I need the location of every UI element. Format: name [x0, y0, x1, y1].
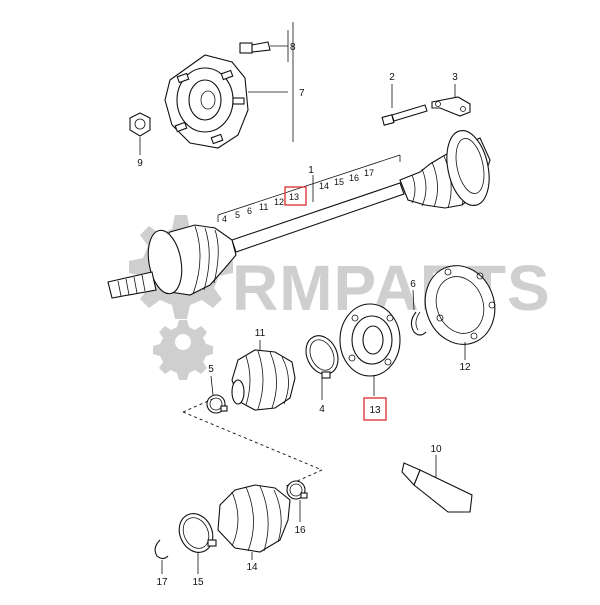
label-8: 8 [290, 42, 296, 53]
watermark-text: RMPARTS [232, 252, 551, 324]
part-10-grease-tube [401, 455, 473, 513]
shaft-ref-17: 17 [364, 168, 374, 178]
shaft-refs: 4 5 6 11 12 13 14 15 16 17 [222, 168, 374, 224]
label-6: 6 [410, 279, 416, 290]
label-12: 12 [459, 362, 471, 373]
part-7-hub [164, 22, 294, 149]
label-5: 5 [208, 364, 214, 375]
label-3: 3 [452, 72, 458, 83]
shaft-ref-5: 5 [235, 210, 240, 220]
shaft-ref-16: 16 [349, 173, 359, 183]
part-8-bolt [239, 30, 289, 62]
dashed-line [182, 411, 323, 471]
shaft-ref-12: 12 [274, 197, 284, 207]
shaft-ref-6: 6 [247, 206, 252, 216]
part-14-boot [217, 484, 291, 560]
part-1-driveshaft [107, 130, 491, 299]
label-10: 10 [430, 444, 442, 455]
part-3-plate [431, 84, 471, 117]
part-17-circlip [154, 539, 169, 574]
shaft-ref-15: 15 [334, 177, 344, 187]
part-11-boot [231, 340, 296, 411]
shaft-ref-4: 4 [222, 214, 227, 224]
part-16-clamp [286, 480, 308, 522]
labels: 1 2 3 4 5 6 7 8 9 10 11 12 13 14 15 16 1… [137, 42, 471, 588]
label-7: 7 [299, 88, 305, 99]
part-13-cv-joint [339, 303, 401, 396]
label-2: 2 [389, 72, 395, 83]
part-12-gasket [424, 265, 496, 360]
label-1: 1 [308, 165, 314, 176]
part-5-clamp [206, 375, 228, 414]
part-6-circlip [410, 289, 427, 336]
label-15: 15 [192, 577, 204, 588]
label-11: 11 [255, 328, 266, 339]
label-13: 13 [369, 405, 381, 416]
highlight-box [363, 397, 387, 421]
part-9-nut [129, 112, 151, 155]
label-17: 17 [156, 577, 168, 588]
shaft-ref-14: 14 [319, 181, 329, 191]
shaft-ref-11: 11 [259, 202, 268, 212]
part-2-bolt [381, 84, 428, 126]
highlight-box [284, 186, 307, 206]
label-14: 14 [246, 562, 258, 573]
label-16: 16 [294, 525, 306, 536]
label-4: 4 [319, 404, 325, 415]
label-9: 9 [137, 158, 143, 169]
part-4-clamp [305, 335, 339, 400]
shaft-ref-13: 13 [289, 192, 299, 202]
part-15-clamp [178, 513, 217, 574]
